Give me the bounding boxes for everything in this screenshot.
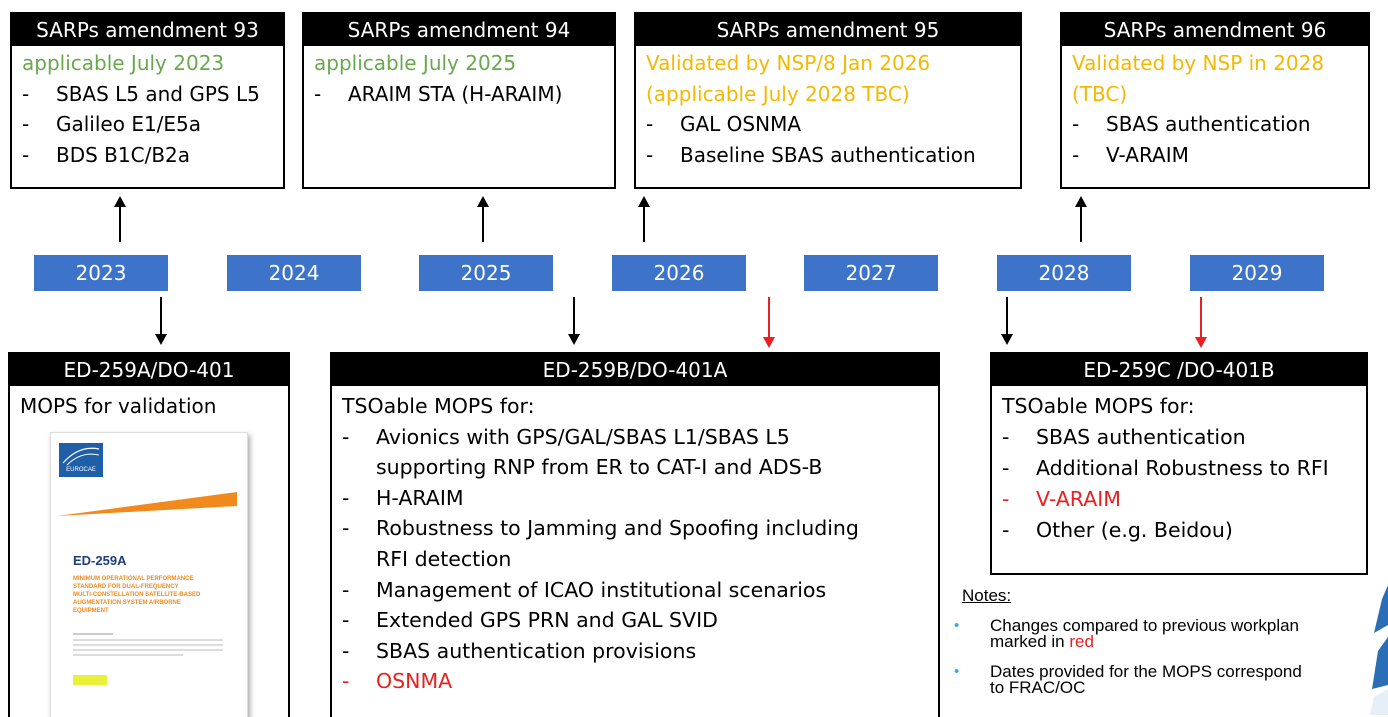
sarps-status: Validated by NSP in 2028 — [1072, 51, 1325, 75]
sarps-item: -SBAS authentication — [1072, 112, 1311, 136]
eurocae-logo: EUROCAE — [59, 443, 103, 477]
mops-item: -Management of ICAO institutional scenar… — [342, 577, 827, 602]
orange-wedge-graphic — [57, 492, 237, 516]
notes-section: Notes: • Changes compared to previous wo… — [954, 586, 1342, 696]
mops-item-new: -OSNMA — [342, 669, 453, 694]
cover-code: ED-259A — [73, 553, 127, 568]
arrowhead-up-icon — [477, 196, 489, 207]
sarps-item: -SBAS L5 and GPS L5 — [22, 81, 260, 106]
mops-title: ED-259C /DO-401B — [992, 354, 1366, 386]
sarps-item: -ARAIM STA (H-ARAIM) — [314, 81, 563, 106]
sarps-item: -GAL OSNMA — [646, 112, 802, 136]
mops-item: -Other (e.g. Beidou) — [1002, 518, 1233, 542]
notes-heading: Notes: — [962, 586, 1012, 605]
sarps-item: -Galileo E1/E5a — [22, 112, 202, 136]
arrowhead-up-icon — [1075, 196, 1087, 207]
year-2028: 2028 — [997, 255, 1131, 291]
arrowhead-up-icon — [114, 196, 126, 207]
sarps-title: SARPs amendment 96 — [1062, 14, 1368, 46]
mops-box-ed259a: ED-259A/DO-401 MOPS for validation EUROC… — [8, 352, 290, 717]
arrow-down-2028 — [1006, 297, 1008, 335]
eurocae-logo-text: EUROCAE — [66, 467, 96, 473]
sarps-status: (TBC) — [1072, 81, 1128, 106]
arrow-down-2023 — [160, 297, 162, 335]
sarps-title: SARPs amendment 94 — [304, 14, 614, 46]
mops-title: ED-259B/DO-401A — [332, 354, 938, 386]
arrowhead-up-icon — [638, 196, 650, 207]
partial-logo-icon — [1370, 585, 1388, 715]
mops-item-continuation: supporting RNP from ER to CAT-I and ADS-… — [376, 455, 823, 480]
sarps-title: SARPs amendment 93 — [12, 14, 283, 46]
cover-description: MINIMUM OPERATIONAL PERFORMANCE STANDARD… — [73, 576, 201, 614]
arrowhead-down-red-icon — [763, 337, 775, 348]
mops-item: -Robustness to Jamming and Spoofing incl… — [342, 516, 859, 541]
sarps-title: SARPs amendment 95 — [636, 14, 1020, 46]
sarps-box-96: SARPs amendment 96 Validated by NSP in 2… — [1060, 12, 1370, 189]
ed259a-cover-image: EUROCAE ED-259A MINIMUM OPERATIONAL PERF… — [50, 432, 248, 717]
mops-subtitle: TSOable MOPS for: — [342, 394, 535, 418]
mops-item-new: -V-ARAIM — [1002, 487, 1121, 511]
mops-item-continuation: RFI detection — [376, 546, 512, 571]
mops-subtitle: TSOable MOPS for: — [1002, 394, 1195, 418]
arrowhead-down-icon — [568, 334, 580, 345]
sarps-item: -BDS B1C/B2a — [22, 142, 191, 167]
year-2025: 2025 — [419, 255, 553, 291]
arrow-up-2023 — [119, 206, 121, 242]
sarps-item: -Baseline SBAS authentication — [646, 142, 976, 167]
sarps-status: Validated by NSP/8 Jan 2026 — [646, 51, 931, 75]
mops-item: -Additional Robustness to RFI — [1002, 456, 1329, 480]
year-2029: 2029 — [1190, 255, 1324, 291]
sarps-status: applicable July 2025 — [314, 51, 517, 75]
note-bullet-icon: • — [954, 663, 960, 680]
sarps-item: -V-ARAIM — [1072, 142, 1189, 167]
arrow-down-2026-red — [768, 297, 770, 338]
cover-fine-print — [73, 633, 223, 663]
year-2024: 2024 — [227, 255, 361, 291]
cover-highlight-tag — [73, 675, 107, 685]
mops-item: -Extended GPS PRN and GAL SVID — [342, 608, 718, 633]
mops-item: -H-ARAIM — [342, 485, 464, 510]
mops-item: -SBAS authentication — [1002, 425, 1246, 449]
mops-box-ed259c: ED-259C /DO-401B TSOable MOPS for: -SBAS… — [990, 352, 1368, 575]
sarps-box-95: SARPs amendment 95 Validated by NSP/8 Ja… — [634, 12, 1022, 189]
arrowhead-down-icon — [155, 334, 167, 345]
arrow-up-2026 — [643, 206, 645, 242]
year-2023: 2023 — [34, 255, 168, 291]
arrowhead-down-icon — [1001, 334, 1013, 345]
note-item: • Changes compared to previous workplan … — [954, 616, 1300, 651]
note-item: • Dates provided for the MOPS correspond… — [954, 662, 1302, 697]
mops-item: -SBAS authentication provisions — [342, 638, 697, 663]
arrowhead-down-red-icon — [1195, 337, 1207, 348]
sarps-box-94: SARPs amendment 94 applicable July 2025 … — [302, 12, 616, 189]
mops-box-ed259b: ED-259B/DO-401A TSOable MOPS for: -Avion… — [330, 352, 940, 717]
mops-subtitle: MOPS for validation — [20, 394, 217, 418]
year-2027: 2027 — [804, 255, 938, 291]
arrow-down-2025 — [573, 297, 575, 335]
mops-item: -Avionics with GPS/GAL/SBAS L1/SBAS L5 — [342, 424, 790, 449]
sarps-status: (applicable July 2028 TBC) — [646, 81, 910, 106]
year-2026: 2026 — [612, 255, 746, 291]
note-bullet-icon: • — [954, 617, 960, 634]
arrow-down-2029-red — [1200, 297, 1202, 338]
mops-title: ED-259A/DO-401 — [10, 354, 288, 386]
arrow-up-2028 — [1080, 206, 1082, 242]
sarps-status: applicable July 2023 — [22, 51, 225, 75]
sarps-box-93: SARPs amendment 93 applicable July 2023 … — [10, 12, 285, 189]
arrow-up-2025 — [482, 206, 484, 242]
